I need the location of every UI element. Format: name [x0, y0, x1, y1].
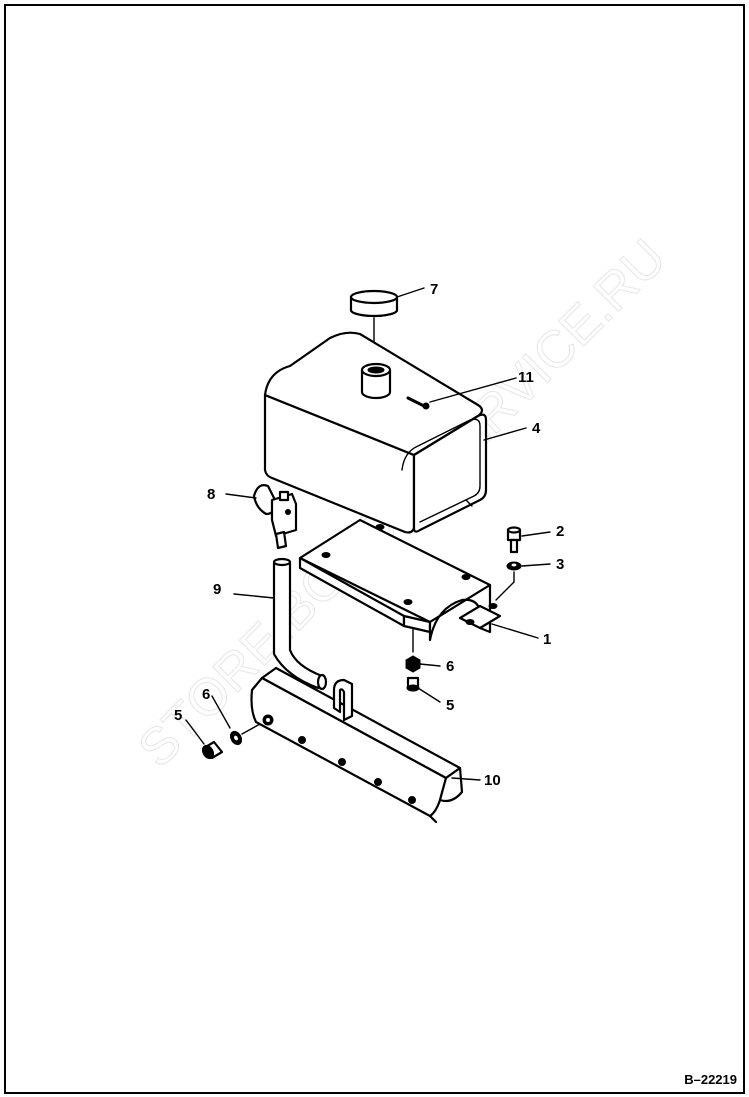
- hose-icon: [272, 557, 328, 691]
- callout-3: 3: [556, 556, 564, 573]
- callout-8: 8: [207, 486, 215, 503]
- bolt-icon: [406, 676, 420, 692]
- callout-1: 1: [543, 631, 551, 648]
- callout-10: 10: [484, 772, 501, 789]
- bolt-icon: [506, 526, 522, 554]
- mounting-rail-icon: [250, 666, 464, 824]
- fuel-tank-icon: [263, 331, 488, 534]
- callout-4: 4: [532, 420, 541, 437]
- nut-icon: [405, 655, 421, 673]
- callout-6: 6: [202, 686, 210, 703]
- callout-9: 9: [213, 581, 221, 598]
- tank-support-bracket-icon: [298, 518, 502, 642]
- drain-valve-icon: [252, 484, 298, 550]
- screw-icon: [406, 396, 430, 410]
- bolt-icon: [201, 740, 224, 760]
- callout-7: 7: [430, 281, 438, 298]
- washer-icon: [495, 561, 522, 601]
- callout-5: 5: [174, 707, 182, 724]
- filler-cap-icon: [349, 289, 399, 363]
- callout-11: 11: [518, 369, 534, 386]
- callout-5: 5: [446, 697, 454, 714]
- washer-icon: [229, 730, 243, 746]
- callout-6: 6: [446, 658, 454, 675]
- figure-number: B–22219: [684, 1072, 737, 1087]
- leader-lines: [185, 287, 551, 781]
- callout-2: 2: [556, 523, 564, 540]
